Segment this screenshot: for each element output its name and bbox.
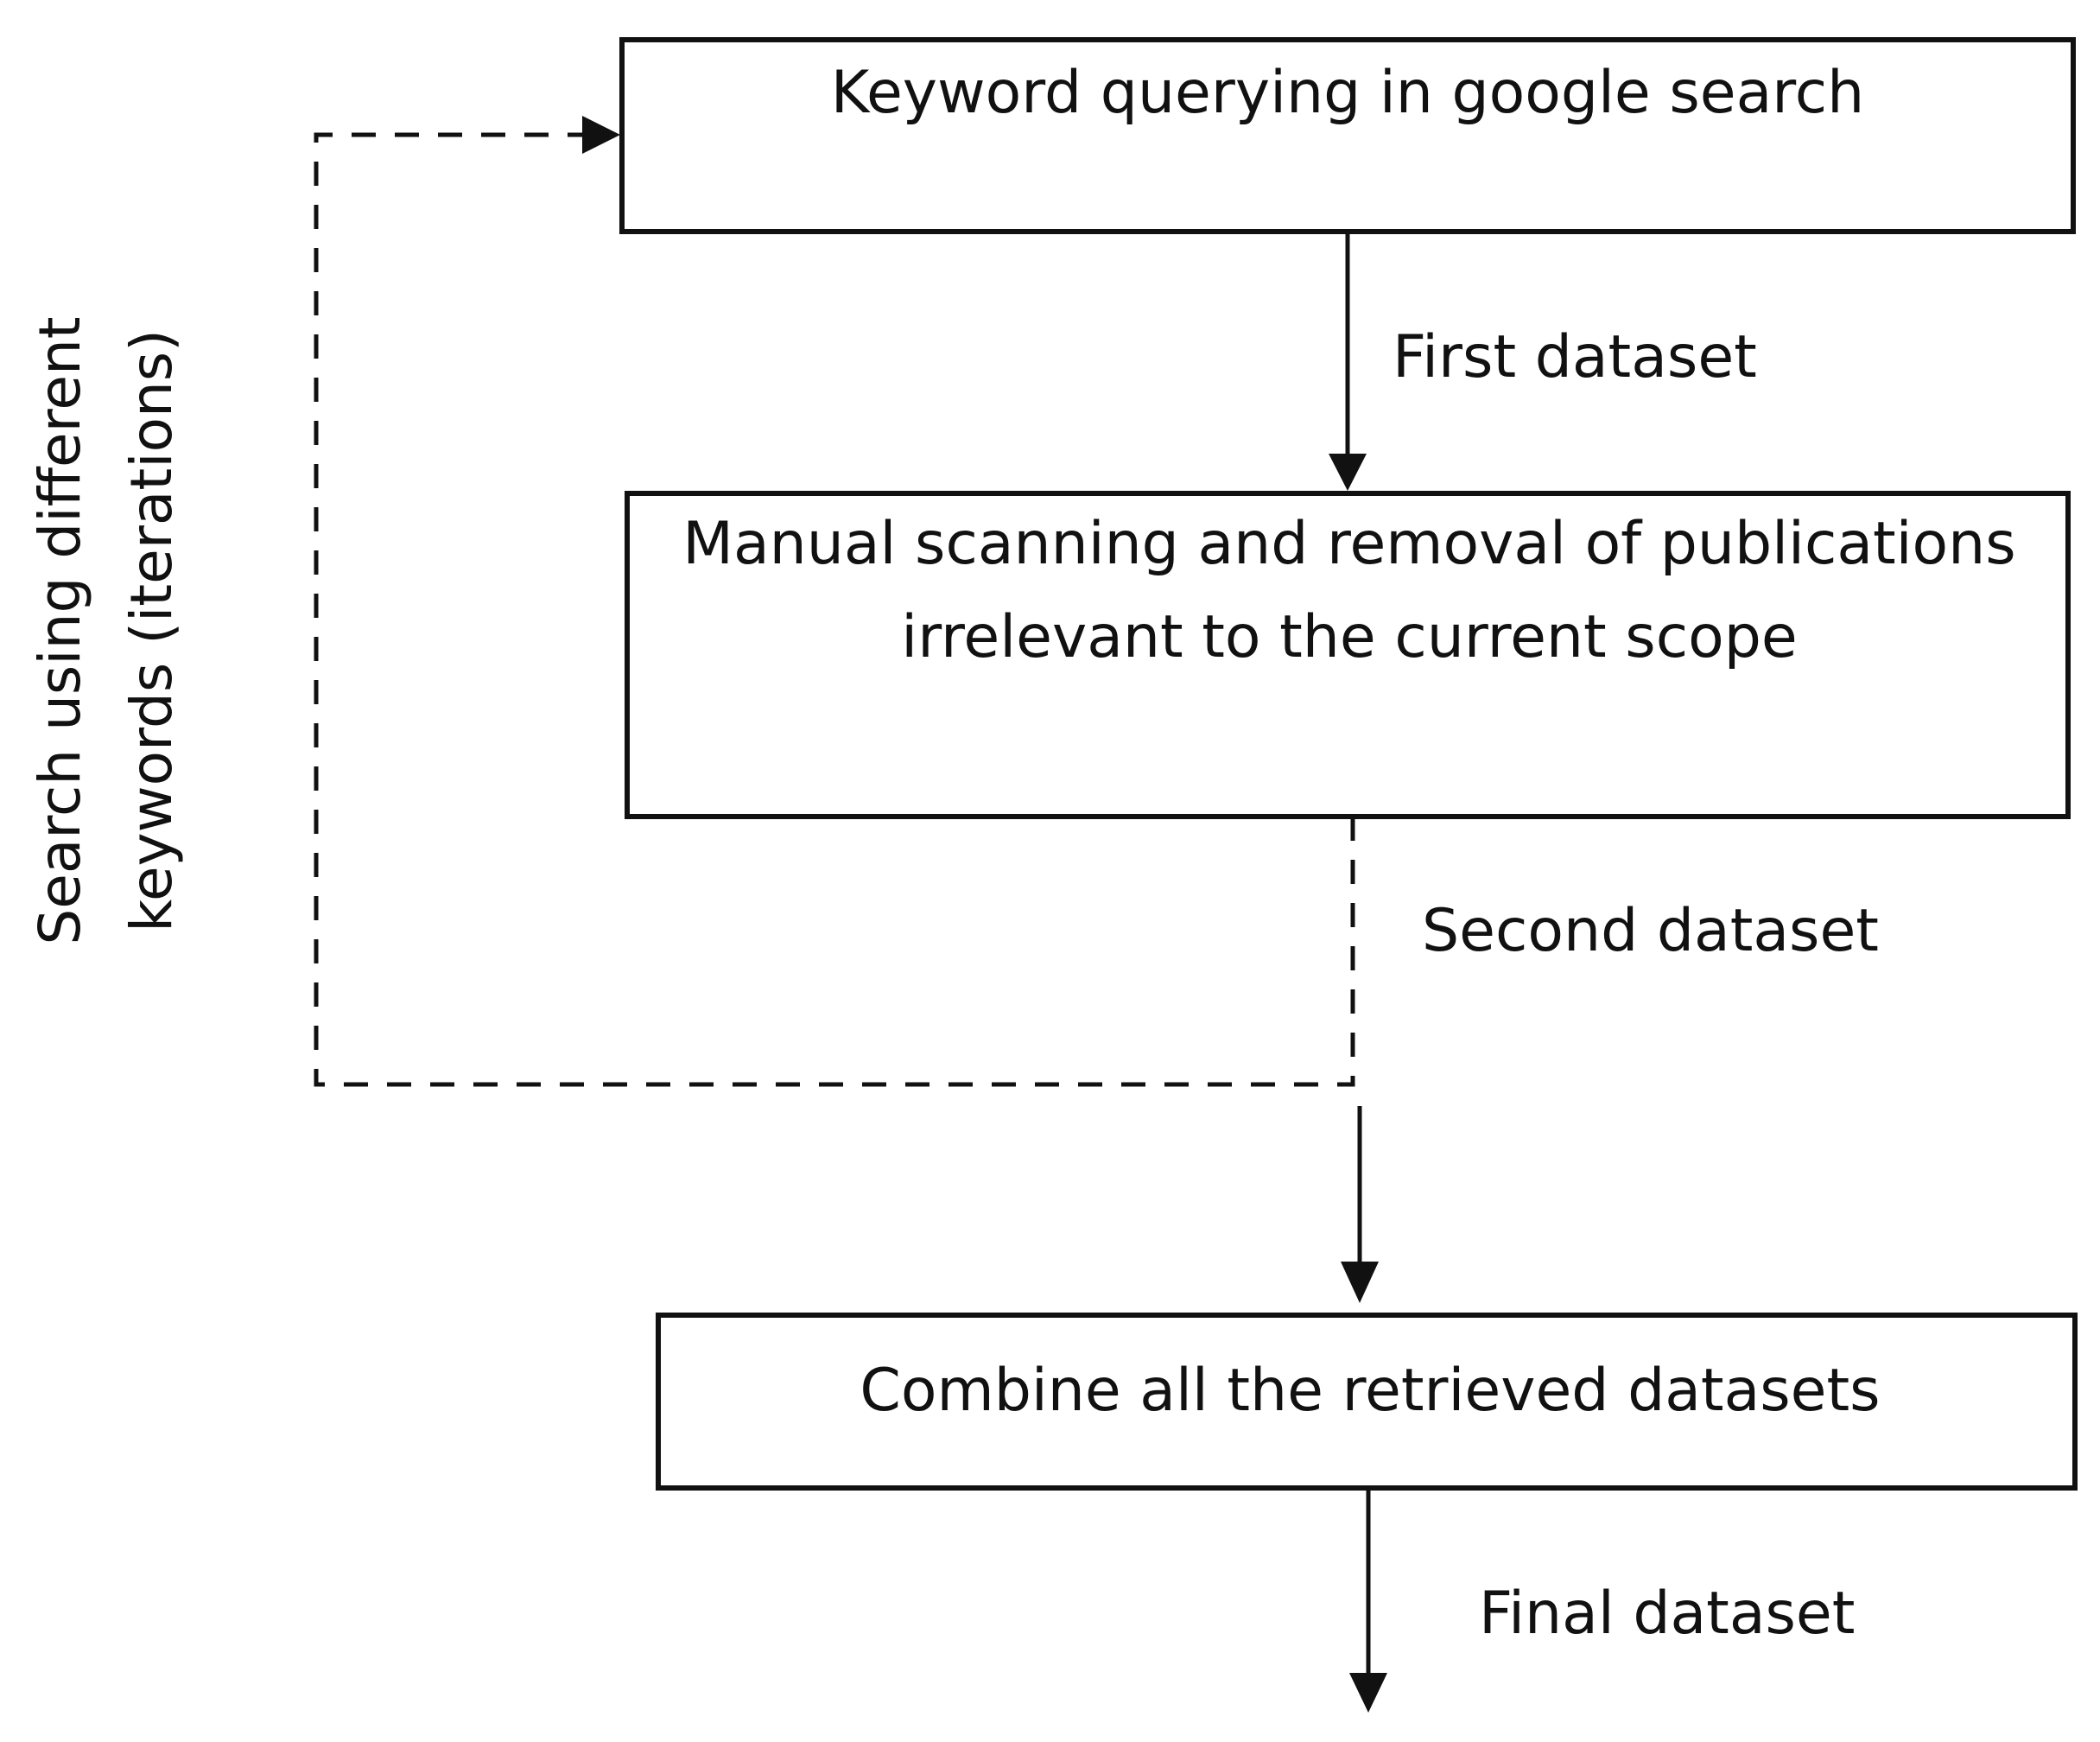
box-keyword-querying: Keyword querying in google search bbox=[619, 37, 2076, 234]
edge-iteration-loop-arrowhead bbox=[582, 116, 620, 154]
loop-side-label-line-2: keywords (iterations) bbox=[118, 329, 185, 932]
edge-first-dataset-arrowhead bbox=[1329, 454, 1367, 491]
edge-to-combine bbox=[1341, 1106, 1379, 1303]
edge-first-dataset: First dataset bbox=[1329, 232, 1757, 491]
box-combine-datasets: Combine all the retrieved datasets bbox=[656, 1313, 2078, 1491]
box-combine-datasets-label: Combine all the retrieved datasets bbox=[860, 1357, 1880, 1425]
edge-first-dataset-label: First dataset bbox=[1393, 323, 1757, 391]
box-manual-scanning: Manual scanning and removal of publicati… bbox=[625, 491, 2071, 819]
edge-second-dataset-label: Second dataset bbox=[1422, 897, 1879, 965]
edge-iteration-loop: Second dataset Search using different ke… bbox=[27, 116, 1879, 1087]
box-manual-scanning-label-line-1: Manual scanning and removal of publicati… bbox=[682, 510, 2015, 578]
edge-final-dataset: Final dataset bbox=[1349, 1488, 1855, 1713]
box-manual-scanning-frame bbox=[625, 491, 2071, 819]
box-keyword-querying-label: Keyword querying in google search bbox=[831, 59, 1864, 127]
box-keyword-querying-frame bbox=[619, 37, 2076, 234]
loop-side-label-line-1: Search using different bbox=[27, 316, 93, 944]
loop-side-label: Search using different keywords (iterati… bbox=[27, 316, 185, 944]
edge-iteration-loop-line bbox=[314, 132, 1355, 1087]
edge-to-combine-arrowhead bbox=[1341, 1262, 1379, 1303]
edge-final-dataset-label: Final dataset bbox=[1479, 1580, 1855, 1648]
edge-final-dataset-arrowhead bbox=[1349, 1673, 1387, 1713]
box-manual-scanning-label-line-2: irrelevant to the current scope bbox=[901, 603, 1797, 671]
box-combine-datasets-frame bbox=[656, 1313, 2078, 1491]
